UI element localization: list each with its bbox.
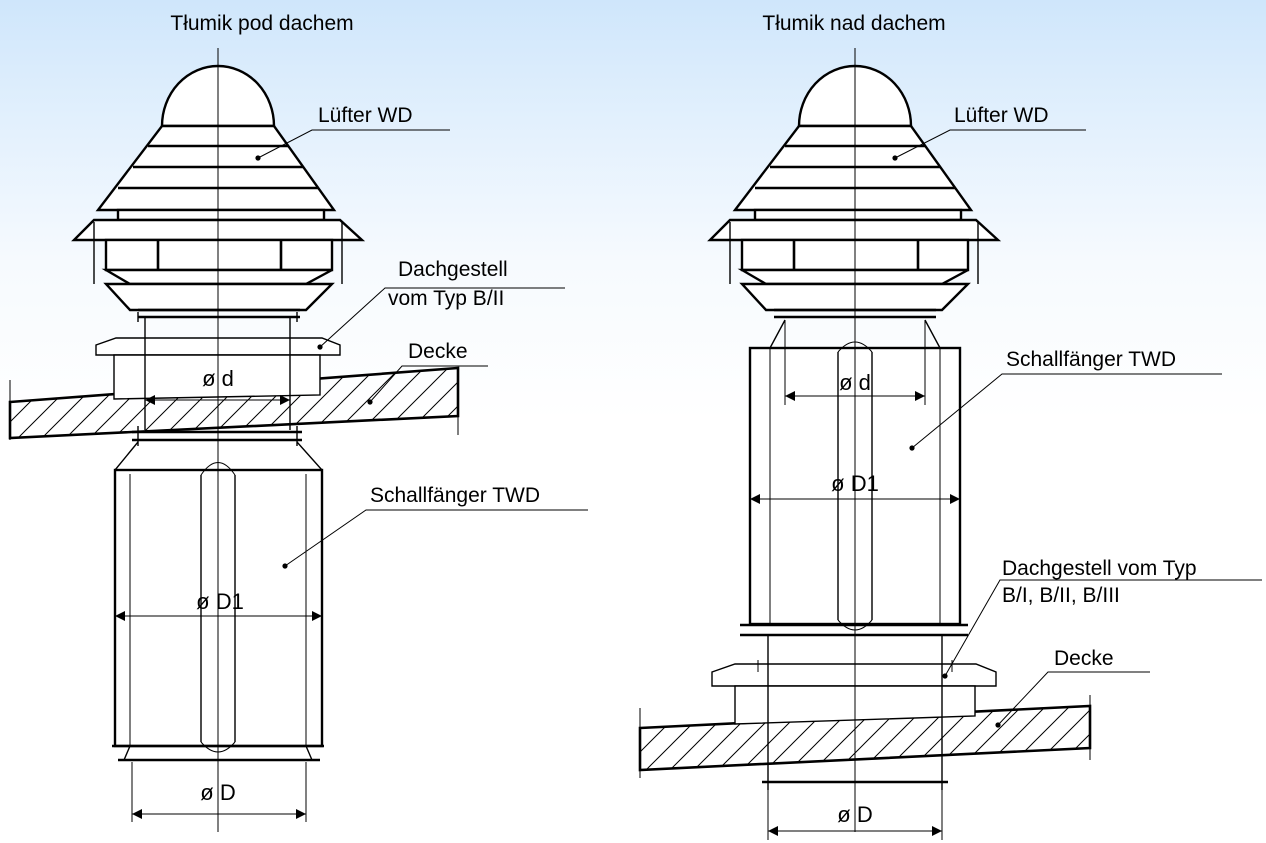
right-frame-label-2: B/I, B/II, B/III [1002, 584, 1120, 607]
right-fan-label: Lüfter WD [954, 104, 1049, 127]
left-dim-D: ø D [131, 762, 307, 822]
right-variant: Tłumik nad dachem [638, 12, 1262, 840]
right-dim-D1: ø D1 [750, 471, 960, 504]
right-frame-callout: Dachgestell vom Typ B/I, B/II, B/III [942, 557, 1262, 679]
right-dim-D1-label: ø D1 [831, 471, 879, 496]
left-ceiling-callout: Decke [367, 340, 488, 405]
right-frame-label-1: Dachgestell vom Typ [1002, 557, 1197, 580]
right-dim-d: ø d [784, 320, 926, 405]
left-fan [71, 64, 366, 319]
left-dim-d-label: ø d [202, 366, 234, 391]
left-fan-callout: Lüfter WD [255, 104, 450, 161]
right-ceiling-callout: Decke [995, 647, 1150, 728]
left-frame-label-1: Dachgestell [398, 258, 508, 281]
left-title: Tłumik pod dachem [170, 12, 353, 35]
right-silencer-callout: Schallfänger TWD [909, 348, 1222, 451]
right-roof-frame [711, 663, 997, 725]
left-frame-callout: Dachgestell vom Typ B/II [317, 258, 565, 350]
left-silencer-callout: Schallfänger TWD [282, 484, 588, 569]
left-ceiling-label: Decke [408, 340, 468, 363]
right-dim-d-label: ø d [839, 370, 871, 395]
left-dim-d: ø d [145, 366, 290, 405]
left-dim-D-label: ø D [200, 780, 235, 805]
left-dim-D1-label: ø D1 [196, 589, 244, 614]
right-silencer-label: Schallfänger TWD [1006, 348, 1176, 371]
right-fan-callout: Lüfter WD [892, 104, 1086, 161]
right-dim-D-label: ø D [837, 802, 872, 827]
right-dim-D: ø D [767, 790, 943, 840]
left-fan-label: Lüfter WD [318, 104, 413, 127]
left-variant: Tłumik pod dachem [8, 12, 588, 832]
right-ceiling-label: Decke [1054, 647, 1114, 670]
right-title: Tłumik nad dachem [762, 12, 945, 35]
left-dim-D1: ø D1 [115, 589, 322, 621]
left-silencer-label: Schallfänger TWD [370, 484, 540, 507]
left-frame-label-2: vom Typ B/II [388, 287, 504, 310]
